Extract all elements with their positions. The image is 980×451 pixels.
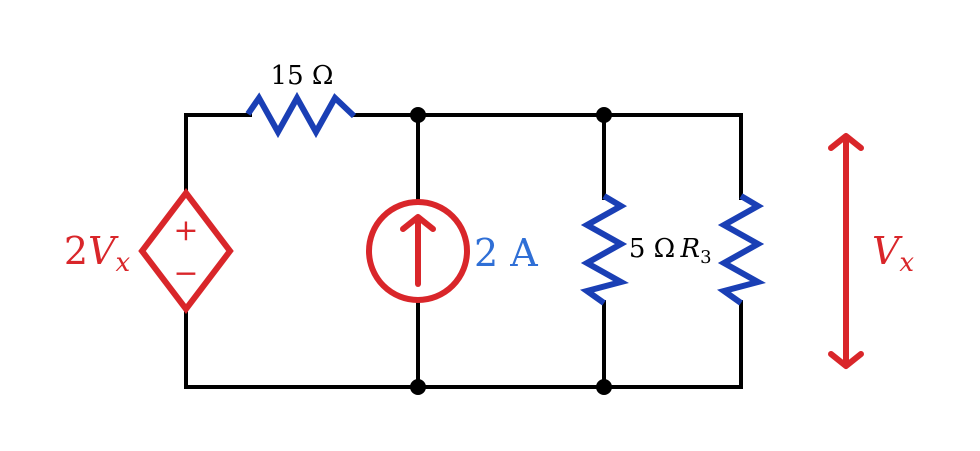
- dependent-voltage-source: + −: [138, 188, 234, 314]
- dependent-source-diamond: [138, 188, 234, 314]
- current-source: [366, 199, 470, 303]
- vx-voltage-indicator: [828, 133, 864, 369]
- label-r3-main: R: [679, 234, 700, 264]
- node-top-right: [596, 107, 612, 123]
- node-bottom-right: [596, 379, 612, 395]
- label-current-source: 2 A: [474, 231, 538, 275]
- vx-arrow-head-up-icon: [828, 133, 864, 151]
- label-dependent-source: 2Vx: [64, 229, 131, 278]
- dependent-source-plus-sign: +: [173, 213, 198, 248]
- resistor-5-ohm: [580, 193, 629, 306]
- dependent-source-minus-sign: −: [173, 256, 198, 291]
- label-dep-sub: x: [115, 248, 130, 278]
- node-top-middle: [410, 107, 426, 123]
- nodes: [410, 107, 612, 395]
- resistor-r3: [717, 193, 766, 306]
- label-vx-var: V: [872, 229, 903, 273]
- resistor-15-ohm: [245, 91, 357, 139]
- label-15-ohm: 15 Ω: [271, 61, 334, 91]
- node-bottom-middle: [410, 379, 426, 395]
- label-r3: R3: [679, 234, 711, 268]
- label-vx: Vx: [872, 229, 914, 278]
- current-source-arrow-head-icon: [400, 214, 436, 232]
- label-dep-var: V: [88, 229, 119, 273]
- vx-arrow-head-down-icon: [828, 351, 864, 369]
- label-r3-sub: 3: [700, 247, 711, 268]
- label-dep-coef: 2: [64, 229, 88, 273]
- label-vx-sub: x: [899, 248, 914, 278]
- label-5-ohm: 5 Ω: [629, 234, 675, 264]
